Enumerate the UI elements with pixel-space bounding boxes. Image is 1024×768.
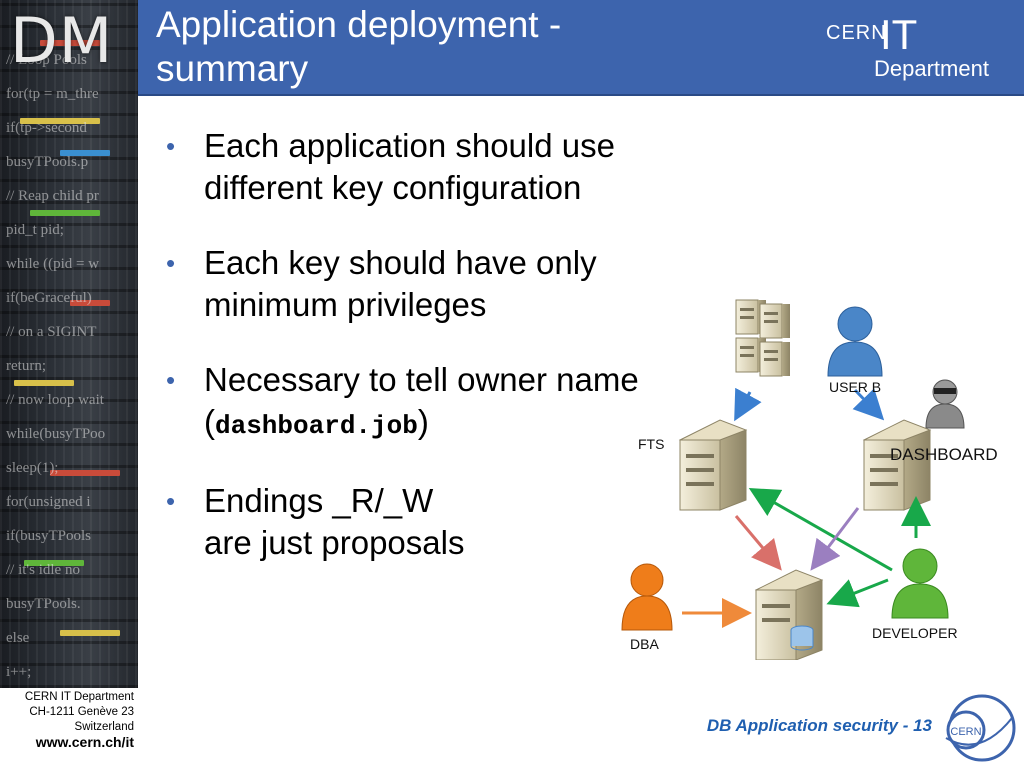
slide-footer-title: DB Application security - 13 <box>706 716 932 735</box>
cern-logo-icon: CERN <box>945 694 1016 762</box>
bullet-text-wrap: Necessary to tell owner name (dashboard.… <box>204 359 644 447</box>
code-overlay-line: busyTPools. <box>6 596 81 612</box>
slide-header: Application deployment - summary CERN IT… <box>138 0 1024 96</box>
arrow-developer-to-db <box>826 578 889 608</box>
footer-dept: CERN IT Department <box>24 691 134 703</box>
code-overlay-line: // now loop wait <box>6 392 104 408</box>
fts-label: FTS <box>638 436 665 452</box>
bullet-item: • Endings _R/_W are just proposals <box>166 480 726 564</box>
arrow-fts-to-db <box>734 515 782 571</box>
footer-country: Switzerland <box>74 721 134 733</box>
cable-decoration <box>14 380 74 386</box>
code-overlay-line: for(tp = m_thre <box>6 86 99 102</box>
developer-label: DEVELOPER <box>872 625 958 641</box>
code-overlay-line: return; <box>6 358 46 374</box>
code-overlay-line: // Reap child pr <box>6 188 99 204</box>
cable-decoration <box>60 150 110 156</box>
cern-logo-text: CERN <box>950 726 981 738</box>
code-overlay-line: else <box>6 630 30 646</box>
arrow-dashboard-to-db <box>810 507 860 571</box>
bullet-text-line1: Endings _R/_W <box>204 482 434 519</box>
code-overlay-line: while ((pid = w <box>6 256 100 272</box>
dba-user-icon <box>621 563 673 631</box>
diagram-svg <box>621 299 965 661</box>
department-word: Department <box>874 56 989 81</box>
cable-decoration <box>24 560 84 566</box>
cable-decoration <box>60 630 120 636</box>
code-snippet: dashboard.job <box>215 411 418 441</box>
arrow-userb-to-dashboard <box>852 388 885 421</box>
dashboard-label: DASHBOARD <box>890 445 998 464</box>
user-b-icon <box>827 306 883 377</box>
bullet-item: • Each key should have only minimum priv… <box>166 242 726 326</box>
code-overlay-line: // on a SIGINT <box>6 324 97 340</box>
dba-label: DBA <box>630 636 659 652</box>
code-overlay-line: i++; <box>6 664 32 680</box>
cable-decoration <box>70 300 110 306</box>
fts-server-icon <box>678 419 748 511</box>
slide-title: Application deployment - summary <box>156 4 562 89</box>
dm-logo: DM <box>10 4 114 77</box>
cern-it-logo: CERN IT Department <box>816 12 1016 82</box>
code-overlay-line: sleep(1); <box>6 460 59 476</box>
developer-user-icon <box>891 548 949 619</box>
bullet-text: ) <box>417 403 429 440</box>
bullet-marker: • <box>166 365 176 395</box>
bullet-marker: • <box>166 131 176 161</box>
user-b-label: USER B <box>829 379 882 395</box>
database-server-icon <box>754 569 824 661</box>
code-overlay-line: // it's idle no <box>6 562 80 578</box>
footer-url-link[interactable]: www.cern.ch/it <box>35 734 134 750</box>
footer-address-line: CH-1211 Genève 23 <box>29 706 134 718</box>
it-word: IT <box>880 11 918 58</box>
cern-logo: CERN <box>940 688 1018 766</box>
code-overlay-line: while(busyTPoo <box>6 426 106 442</box>
bullet-marker: • <box>166 248 176 278</box>
deployment-diagram: USER B FTS DASHBOARD DBA DEVELOPER <box>600 280 1024 661</box>
code-overlay-line: if(tp->second <box>6 120 87 136</box>
cable-decoration <box>30 210 100 216</box>
code-overlay-line: // Loop Pools <box>6 52 87 68</box>
bullet-item: • Each application should use different … <box>166 125 726 209</box>
bullet-marker: • <box>166 486 176 516</box>
code-overlay-line: busyTPools.p <box>6 154 89 170</box>
code-overlay-line: pid_t pid; <box>6 222 64 238</box>
dashboard-server-icon <box>862 419 932 511</box>
server-cluster-icon <box>735 299 790 377</box>
bullet-text: Each application should use different ke… <box>204 127 615 206</box>
cable-decoration <box>40 40 100 46</box>
intruder-icon <box>925 379 965 429</box>
arrow-developer-to-fts <box>748 488 893 572</box>
code-overlay-line: if(busyTPools <box>6 528 92 544</box>
bullet-text-line2: are just proposals <box>204 524 465 561</box>
cern-word: CERN <box>826 22 887 44</box>
side-photo-strip: // Loop Pools for(tp = m_thre if(tp->secon… <box>0 0 138 688</box>
cable-decoration <box>50 470 120 476</box>
footer-address: CERN IT Department CH-1211 Genève 23 Swi… <box>0 688 138 768</box>
code-overlay-line: for(unsigned i <box>6 494 91 510</box>
bullet-text: Each key should have only minimum privil… <box>204 244 597 323</box>
code-overlay-line: if(beGraceful) <box>6 290 92 306</box>
bullet-item: • Necessary to tell owner name (dashboar… <box>166 359 726 447</box>
bullet-list: • Each application should use different … <box>166 125 726 597</box>
arrow-cluster-to-fts <box>734 387 762 422</box>
cable-decoration <box>20 118 100 124</box>
bullet-text: Necessary to tell owner name ( <box>204 361 639 440</box>
